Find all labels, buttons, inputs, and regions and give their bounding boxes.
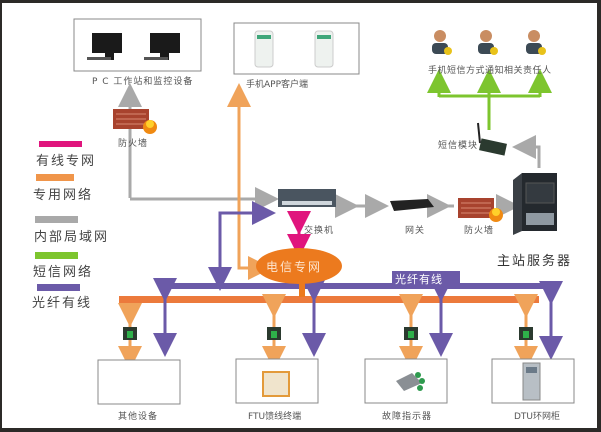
- main-server-icon[interactable]: [513, 173, 557, 235]
- telecom-network-label: 电信专网: [266, 260, 323, 274]
- ftu-cabinet-icon: [262, 371, 290, 397]
- sms-recipients-label: 手机短信方式通知相关责任人: [428, 66, 552, 76]
- mobile-app-box[interactable]: [233, 22, 360, 75]
- pc-workstation-label: P C 工作站和监控设备: [92, 77, 194, 87]
- person-icons: [432, 30, 546, 55]
- lan-line-pc: [118, 83, 279, 211]
- ftu-label: FTU馈线终端: [248, 412, 302, 422]
- firewall-top-icon[interactable]: [113, 109, 157, 134]
- legend-label-wired: 有线专网: [36, 154, 97, 169]
- terminal-modules: [123, 327, 533, 340]
- private-line-app: [227, 83, 264, 270]
- lan-line-server-sms: [512, 135, 541, 168]
- firewall-top-label: 防火墙: [118, 139, 149, 149]
- legend-swatch-fiber: [37, 284, 80, 291]
- private-bus: [119, 296, 539, 303]
- legend-swatch-wired: [39, 141, 82, 147]
- dtu-cabinet-icon: [522, 362, 541, 401]
- sms-lines: [427, 69, 552, 130]
- legend-swatch-lan: [35, 216, 78, 223]
- firewall-right-label: 防火墙: [464, 226, 495, 236]
- legend-label-private: 专用网络: [33, 188, 94, 203]
- firewall-right-icon[interactable]: [458, 198, 503, 222]
- sms-module-label: 短信模块: [438, 141, 479, 151]
- legend-label-fiber: 光纤有线: [32, 296, 93, 311]
- connection-lines: [35, 18, 575, 405]
- dtu-label: DTU环网柜: [514, 412, 561, 422]
- mobile-phone-icon: [254, 30, 334, 68]
- gateway-label: 网关: [405, 226, 426, 236]
- sms-module-icon[interactable]: [477, 122, 507, 156]
- switch-icon[interactable]: [278, 189, 336, 207]
- fault-indicator-icon: [396, 372, 425, 391]
- fiber-bus-label: 光纤有线: [395, 273, 443, 286]
- other-devices-box[interactable]: [97, 359, 181, 405]
- fault-indicator-label: 故障指示器: [382, 412, 433, 422]
- gateway-icon[interactable]: [390, 199, 434, 211]
- switch-label: 交换机: [304, 226, 335, 236]
- telecom-network-node[interactable]: [256, 248, 342, 284]
- legend-swatch-sms: [35, 252, 78, 259]
- legend-label-lan: 内部局域网: [34, 230, 110, 245]
- legend-swatch-private: [36, 174, 74, 181]
- mobile-app-label: 手机APP客户端: [246, 80, 309, 90]
- main-server-label: 主站服务器: [497, 254, 573, 269]
- fiber-bus: [160, 283, 558, 289]
- other-devices-label: 其他设备: [118, 412, 159, 422]
- legend-label-sms: 短信网络: [33, 265, 94, 280]
- pc-computer-icon: [87, 33, 180, 60]
